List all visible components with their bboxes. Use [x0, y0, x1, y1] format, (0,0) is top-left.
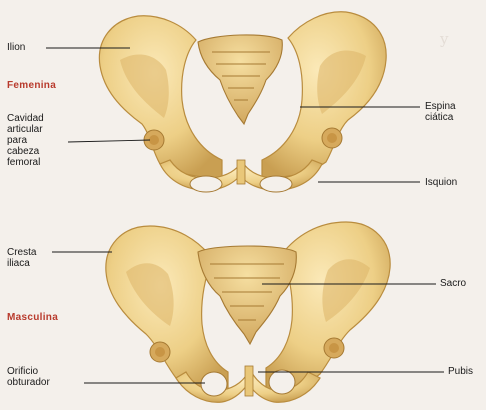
label-femenina: Femenina: [7, 80, 56, 91]
label-cresta: Cresta iliaca: [7, 247, 36, 269]
label-orificio: Orificio obturador: [7, 366, 50, 388]
background-text-trace: y: [440, 30, 448, 48]
leader-cavidad: [68, 140, 150, 142]
female-sacrum: [198, 35, 282, 124]
male-sacrum: [198, 246, 296, 344]
label-cavidad: Cavidad articular para cabeza femoral: [7, 113, 44, 168]
label-sacro: Sacro: [440, 278, 466, 289]
male-obturator-left: [201, 372, 227, 396]
female-obturator-right: [260, 176, 292, 192]
label-pubis: Pubis: [448, 366, 473, 377]
label-espina: Espina ciática: [425, 101, 456, 123]
female-obturator-left: [190, 176, 222, 192]
male-pelvis: [106, 222, 390, 402]
label-ilion: Ilion: [7, 42, 25, 53]
label-masculina: Masculina: [7, 312, 58, 323]
male-obturator-right: [269, 370, 295, 394]
label-isquion: Isquion: [425, 177, 457, 188]
female-pelvis: [99, 12, 386, 192]
